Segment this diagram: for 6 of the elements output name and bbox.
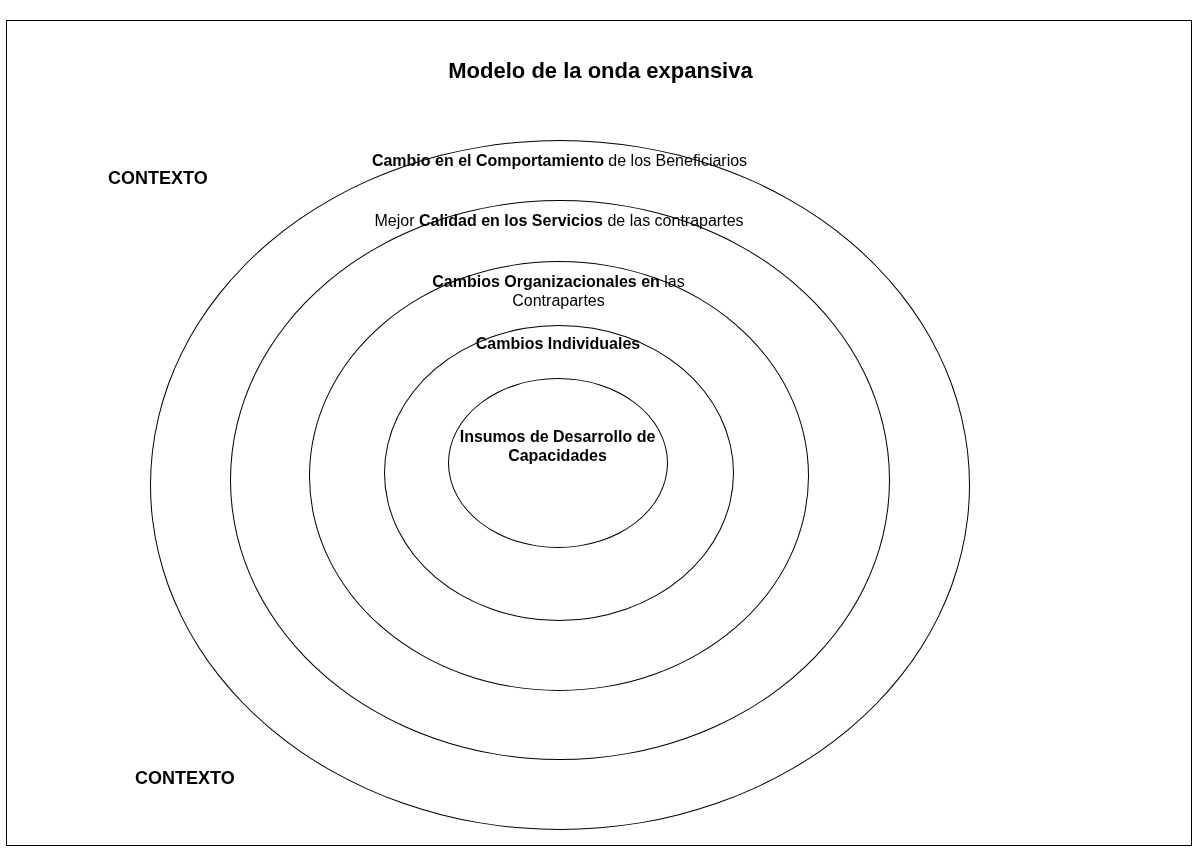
diagram-title: Modelo de la onda expansiva [447, 58, 754, 84]
context-label: CONTEXTO [108, 168, 208, 189]
ring-label: Cambios Individuales [474, 333, 642, 353]
context-label: CONTEXTO [135, 768, 235, 789]
ring-label: Insumos de Desarrollo de Capacidades [458, 427, 657, 465]
ring-ellipse [383, 324, 734, 621]
